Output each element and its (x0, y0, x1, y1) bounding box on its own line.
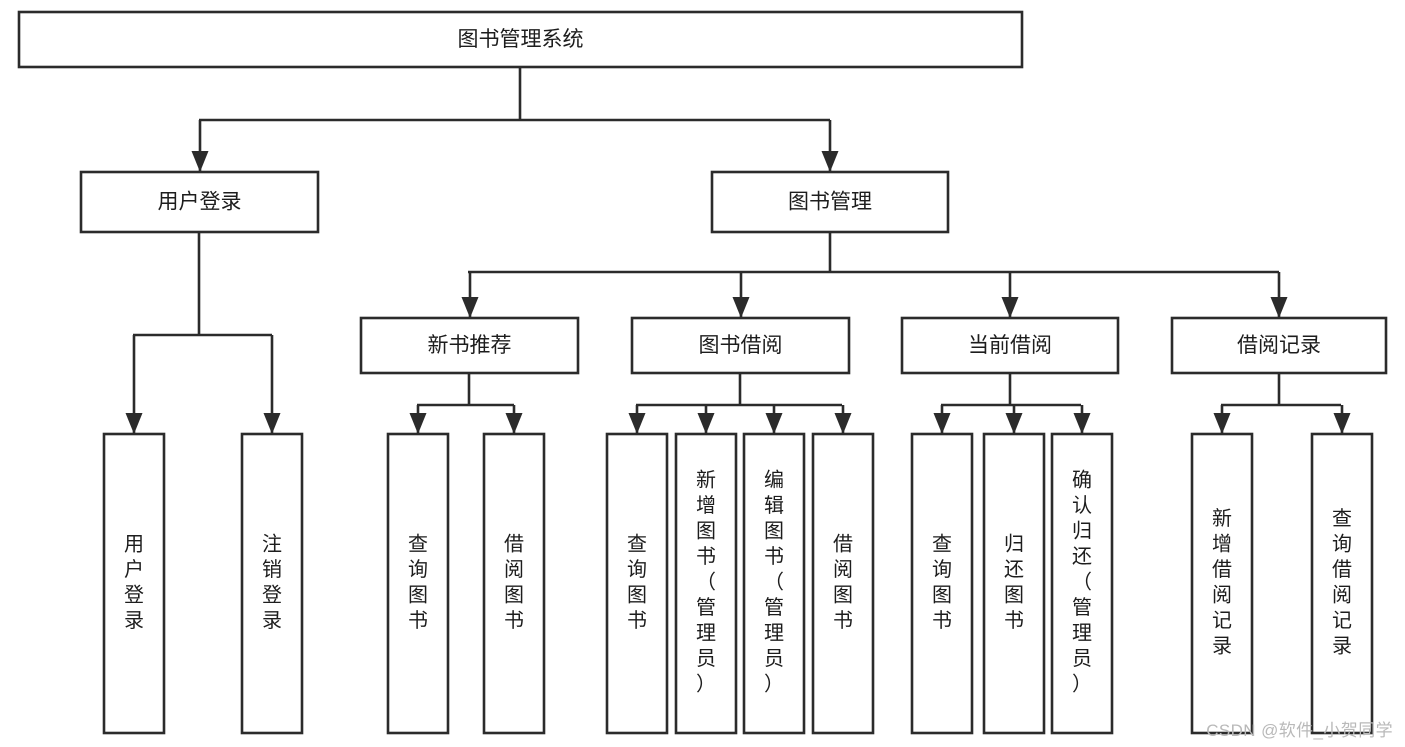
node-leaf-confirm-return[interactable]: 确认归还（管理员） (1050, 432, 1114, 735)
node-box-book-borrow[interactable] (630, 316, 851, 375)
node-leaf-edit-book[interactable]: 编辑图书（管理员） (742, 432, 806, 735)
node-box-leaf-return-book[interactable] (982, 432, 1046, 735)
node-box-leaf-user-login[interactable] (102, 432, 166, 735)
node-box-leaf-query-book-1[interactable] (386, 432, 450, 735)
node-user-login[interactable]: 用户登录 (79, 170, 320, 234)
node-label-user-login: 用户登录 (158, 191, 242, 214)
node-label-current-borrow: 当前借阅 (968, 334, 1052, 357)
node-book-borrow[interactable]: 图书借阅 (630, 316, 851, 375)
arrow-head-icon-leaf-query-book-1 (409, 413, 427, 434)
node-label-leaf-user-login: 用户登录 (124, 534, 144, 633)
node-box-new-book-recommend[interactable] (359, 316, 580, 375)
arrow-head-icon-user-login (191, 151, 209, 172)
node-box-leaf-add-book[interactable] (674, 432, 738, 735)
arrow-head-icon-leaf-add-record (1213, 413, 1231, 434)
node-box-leaf-query-record[interactable] (1310, 432, 1374, 735)
arrow-head-icon-leaf-return-book (1005, 413, 1023, 434)
arrow-head-icon-leaf-user-login (125, 413, 143, 434)
node-box-leaf-query-book-2[interactable] (605, 432, 669, 735)
node-leaf-add-book[interactable]: 新增图书（管理员） (674, 432, 738, 735)
node-leaf-query-book-2[interactable]: 查询图书 (605, 432, 669, 735)
node-label-leaf-logout: 注销登录 (262, 533, 282, 633)
node-label-book-manage: 图书管理 (788, 191, 872, 214)
arrow-head-icon-leaf-edit-book (765, 413, 783, 434)
arrow-head-icon-leaf-query-book-3 (933, 413, 951, 434)
arrow-head-icon-leaf-borrow-book-1 (505, 413, 523, 434)
node-label-leaf-query-record: 查询借阅记录 (1332, 507, 1352, 658)
node-root[interactable]: 图书管理系统 (17, 10, 1024, 69)
node-leaf-query-record[interactable]: 查询借阅记录 (1310, 432, 1374, 735)
arrow-head-icon-leaf-query-book-2 (628, 413, 646, 434)
node-box-leaf-borrow-book-1[interactable] (482, 432, 546, 735)
node-box-book-manage[interactable] (710, 170, 950, 234)
watermark-text: CSDN @软件_小贺同学 (1206, 721, 1393, 740)
node-box-leaf-query-book-3[interactable] (910, 432, 974, 735)
arrow-head-icon-book-borrow (732, 297, 750, 318)
arrow-head-icon-leaf-borrow-book-2 (834, 413, 852, 434)
node-leaf-add-record[interactable]: 新增借阅记录 (1190, 432, 1254, 735)
node-borrow-record[interactable]: 借阅记录 (1170, 316, 1388, 375)
node-label-leaf-return-book: 归还图书 (1004, 533, 1024, 633)
arrow-head-icon-borrow-record (1270, 297, 1288, 318)
arrow-head-icon-book-manage (821, 151, 839, 172)
node-leaf-query-book-1[interactable]: 查询图书 (386, 432, 450, 735)
node-label-leaf-borrow-book-1: 借阅图书 (504, 533, 524, 633)
node-label-book-borrow: 图书借阅 (699, 334, 783, 357)
node-box-leaf-borrow-book-2[interactable] (811, 432, 875, 735)
node-leaf-borrow-book-1[interactable]: 借阅图书 (482, 432, 546, 735)
node-box-leaf-add-record[interactable] (1190, 432, 1254, 735)
node-label-leaf-add-record: 新增借阅记录 (1212, 507, 1232, 658)
node-box-leaf-logout[interactable] (240, 432, 304, 735)
arrow-head-icon-current-borrow (1001, 297, 1019, 318)
node-leaf-user-login[interactable]: 用户登录 (102, 432, 166, 735)
node-label-leaf-add-book: 新增图书（管理员） (696, 469, 716, 696)
node-label-leaf-query-book-2: 查询图书 (627, 533, 647, 633)
node-book-manage[interactable]: 图书管理 (710, 170, 950, 234)
node-label-borrow-record: 借阅记录 (1237, 334, 1321, 357)
nodes-layer: 图书管理系统用户登录图书管理新书推荐图书借阅当前借阅借阅记录用户登录注销登录查询… (17, 10, 1388, 735)
arrow-head-icon-leaf-add-book (697, 413, 715, 434)
node-label-leaf-query-book-3: 查询图书 (932, 533, 952, 633)
connectors-layer (125, 67, 1351, 434)
node-label-leaf-confirm-return: 确认归还（管理员） (1072, 469, 1092, 696)
arrow-head-icon-leaf-logout (263, 413, 281, 434)
node-box-user-login[interactable] (79, 170, 320, 234)
node-label-root: 图书管理系统 (458, 28, 584, 51)
node-leaf-query-book-3[interactable]: 查询图书 (910, 432, 974, 735)
node-new-book-recommend[interactable]: 新书推荐 (359, 316, 580, 375)
arrow-head-icon-leaf-query-record (1333, 413, 1351, 434)
node-box-borrow-record[interactable] (1170, 316, 1388, 375)
arrow-head-icon-new-book-recommend (461, 297, 479, 318)
node-label-new-book-recommend: 新书推荐 (428, 334, 512, 357)
node-label-leaf-edit-book: 编辑图书（管理员） (764, 469, 784, 696)
node-box-current-borrow[interactable] (900, 316, 1120, 375)
node-leaf-logout[interactable]: 注销登录 (240, 432, 304, 735)
node-leaf-borrow-book-2[interactable]: 借阅图书 (811, 432, 875, 735)
node-box-leaf-edit-book[interactable] (742, 432, 806, 735)
node-box-leaf-confirm-return[interactable] (1050, 432, 1114, 735)
node-label-leaf-borrow-book-2: 借阅图书 (833, 533, 853, 633)
node-label-leaf-query-book-1: 查询图书 (408, 533, 428, 633)
arrow-head-icon-leaf-confirm-return (1073, 413, 1091, 434)
node-leaf-return-book[interactable]: 归还图书 (982, 432, 1046, 735)
node-box-root[interactable] (17, 10, 1024, 69)
node-current-borrow[interactable]: 当前借阅 (900, 316, 1120, 375)
